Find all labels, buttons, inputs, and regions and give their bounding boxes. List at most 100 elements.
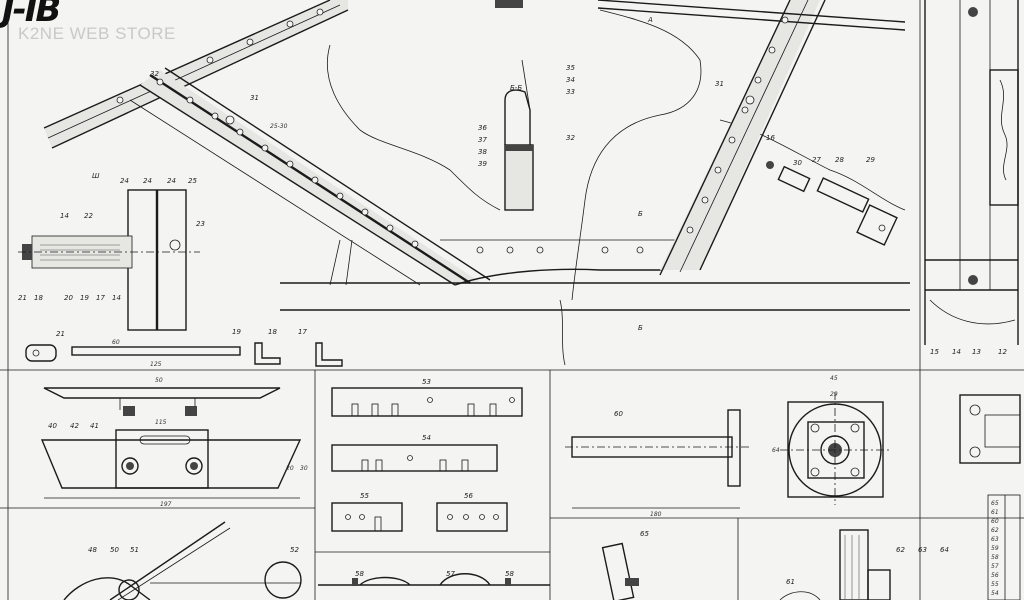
table-row: 54 — [991, 590, 999, 597]
detail-w-clamp — [18, 189, 200, 331]
label-24c: 24 — [167, 177, 176, 185]
label-42: 42 — [70, 422, 79, 430]
label-30: 30 — [793, 159, 802, 167]
parts-table-rows: 65 61 60 62 63 59 58 57 56 55 54 — [991, 500, 999, 597]
section-bb-title: Б-Б — [510, 84, 522, 92]
watermark: K2NE WEB STORE — [18, 24, 176, 43]
label-40: 40 — [48, 422, 57, 430]
lever-detail — [63, 521, 302, 600]
label-37: 37 — [478, 136, 487, 144]
bottom-rail — [318, 573, 550, 586]
label-34: 34 — [566, 76, 575, 84]
label-20: 20 — [64, 294, 73, 302]
table-row: 62 — [991, 527, 999, 534]
label-55: 55 — [360, 492, 369, 500]
label-31: 31 — [250, 94, 259, 102]
label-39: 39 — [478, 160, 487, 168]
label-19-small: 19 — [232, 328, 241, 336]
frame-assembly — [43, 0, 910, 311]
table-row: 59 — [991, 545, 999, 552]
label-60: 60 — [614, 410, 623, 418]
dim-115: 115 — [155, 419, 167, 426]
label-13: 13 — [972, 348, 981, 356]
label-36: 36 — [478, 124, 487, 132]
dim-180: 180 — [650, 511, 662, 518]
hinge-parts — [766, 161, 898, 246]
bottom-right-details — [601, 529, 891, 600]
label-14-right: 14 — [952, 348, 961, 356]
table-row: 55 — [991, 581, 999, 588]
label-21-small: 21 — [56, 330, 65, 338]
label-57: 57 — [446, 570, 455, 578]
label-48: 48 — [88, 546, 97, 554]
label-53: 53 — [422, 378, 431, 386]
label-63: 63 — [918, 546, 927, 554]
label-19: 19 — [80, 294, 89, 302]
dim-pitch: 25-30 — [270, 123, 288, 130]
table-row: 57 — [991, 563, 999, 570]
dim-60: 60 — [112, 339, 120, 346]
label-33: 33 — [566, 88, 575, 96]
part-labels: 32 31 25-30 35 34 33 32 36 37 38 39 Б-Б … — [18, 16, 1007, 586]
label-58: 58 — [355, 570, 364, 578]
label-38: 38 — [478, 148, 487, 156]
strip-parts — [331, 387, 523, 532]
right-column — [924, 0, 1021, 464]
label-56: 56 — [464, 492, 473, 500]
dim-20: 20 — [286, 465, 294, 472]
table-row: 65 — [991, 500, 999, 507]
table-row: 63 — [991, 536, 999, 543]
rivet-holes — [116, 8, 789, 254]
small-parts-row — [25, 342, 343, 367]
label-12: 12 — [998, 348, 1007, 356]
label-31-right: 31 — [715, 80, 724, 88]
label-58b: 58 — [505, 570, 514, 578]
label-62: 62 — [896, 546, 905, 554]
label-24b: 24 — [143, 177, 152, 185]
label-23: 23 — [196, 220, 205, 228]
label-17-small: 17 — [298, 328, 307, 336]
label-65: 65 — [640, 530, 649, 538]
section-w-title: Ш — [92, 172, 100, 180]
dim-64: 64 — [772, 447, 780, 454]
table-row: 60 — [991, 518, 999, 525]
label-64: 64 — [940, 546, 949, 554]
label-25: 25 — [188, 177, 197, 185]
label-51: 51 — [130, 546, 139, 554]
section-mark-b-bottom: Б — [638, 324, 643, 332]
label-50: 50 — [110, 546, 119, 554]
table-row: 58 — [991, 554, 999, 561]
dim-50: 50 — [155, 377, 163, 384]
label-27: 27 — [812, 156, 821, 164]
dim-45: 45 — [830, 375, 838, 382]
dim-30: 30 — [300, 465, 308, 472]
dim-197: 197 — [160, 501, 172, 508]
section-bb-detail — [495, 0, 534, 211]
table-row: 56 — [991, 572, 999, 579]
label-24a: 24 — [120, 177, 129, 185]
parts-table — [987, 494, 1021, 600]
label-18-small: 18 — [268, 328, 277, 336]
label-16: 16 — [766, 134, 775, 142]
label-32: 32 — [150, 70, 159, 78]
label-29: 29 — [866, 156, 875, 164]
label-35: 35 — [566, 64, 575, 72]
section-mark-b-top: Б — [638, 210, 643, 218]
logo: J-IB — [2, 0, 61, 30]
label-15: 15 — [930, 348, 939, 356]
label-28: 28 — [835, 156, 844, 164]
label-14b: 14 — [112, 294, 121, 302]
section-mark-a: A — [647, 16, 653, 24]
label-52: 52 — [290, 546, 299, 554]
axle-part — [565, 409, 750, 509]
label-54: 54 — [422, 434, 431, 442]
label-21: 21 — [18, 294, 27, 302]
label-41: 41 — [90, 422, 99, 430]
dim-125: 125 — [150, 361, 162, 368]
label-22: 22 — [84, 212, 93, 220]
label-14: 14 — [60, 212, 69, 220]
label-18: 18 — [34, 294, 43, 302]
table-row: 61 — [991, 509, 999, 516]
